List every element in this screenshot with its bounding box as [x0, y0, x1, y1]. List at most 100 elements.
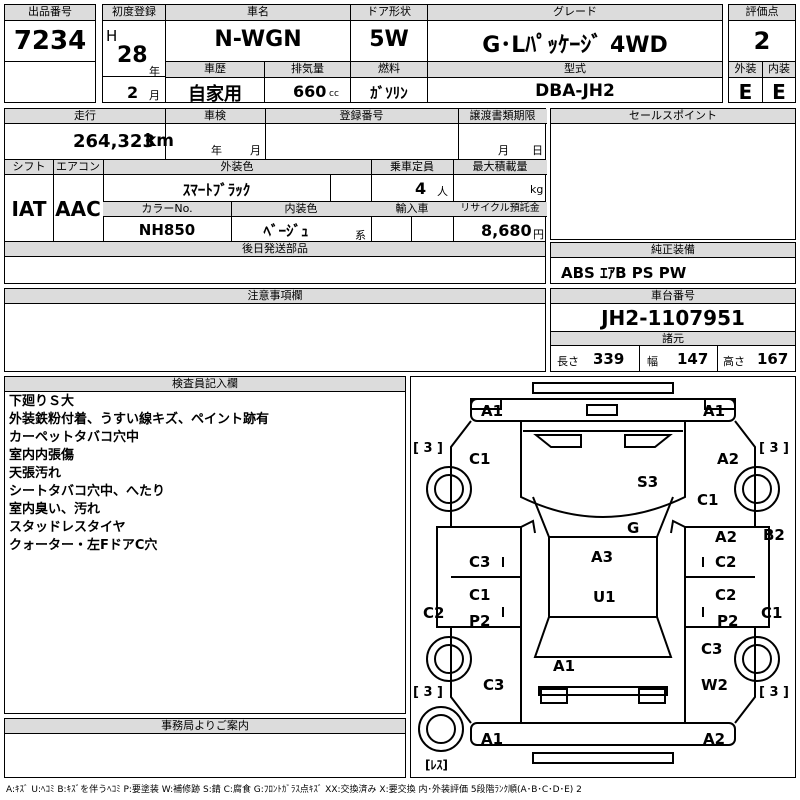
- mark-s3: S3: [637, 473, 659, 491]
- mark-a1-top-right: A1: [703, 402, 726, 420]
- history: 自家用: [188, 84, 242, 105]
- mark-a1-bottom-left: A1: [481, 730, 504, 748]
- mark-g: G: [627, 519, 640, 537]
- inspector-line: 室内内張傷: [9, 448, 75, 463]
- mileage-unit: km: [145, 131, 175, 151]
- inspector-line: カーペットタバコ穴中: [9, 430, 140, 445]
- mark-a2-door: A2: [715, 528, 738, 546]
- inspector-line: クォーター・左FドアC穴: [9, 538, 158, 553]
- mark-c2-left: C2: [423, 604, 445, 622]
- lot-number: 7234: [13, 26, 87, 56]
- mark-a1-top-left: A1: [481, 402, 504, 420]
- inspector-line: 外装鉄粉付着、うすい線キズ、ペイント跡有: [9, 412, 270, 427]
- grade-label: グレード: [428, 5, 722, 21]
- score-label: 評価点: [729, 5, 795, 21]
- air-conditioner: AAC: [55, 197, 101, 221]
- recycle-fee: 8,680: [481, 221, 532, 240]
- door-label: ドア形状: [351, 5, 427, 21]
- exterior-grade: E: [738, 80, 753, 104]
- inspector-line: スタッドレスタイヤ: [9, 520, 126, 535]
- mark-a3: A3: [591, 548, 614, 566]
- office-label: 事務局よりご案内: [5, 719, 405, 734]
- name-box: 車名 N-WGN: [165, 4, 351, 62]
- equipment: ABS ｴｱB PS PW: [561, 264, 687, 282]
- mark-bracket-bl: [ 3 ]: [413, 685, 443, 700]
- capacity-unit: 人: [437, 185, 448, 198]
- office-box: 事務局よりご案内: [4, 718, 406, 778]
- grade-box: グレード G･Lﾊﾟｯｹｰｼﾞ 4WD: [427, 4, 723, 62]
- fuel-label: 燃料: [351, 62, 427, 78]
- displacement-unit: cc: [329, 89, 339, 99]
- specs-label: 諸元: [551, 331, 795, 346]
- mark-b2: B2: [763, 526, 785, 544]
- history-box: 車歴 自家用: [165, 61, 265, 105]
- type-box: 型式 DBA-JH2: [427, 61, 723, 103]
- mileage-label: 走行: [5, 109, 165, 124]
- interior-box: 内装 E: [762, 61, 796, 104]
- interior-color-label: 内装色: [231, 202, 371, 217]
- mark-c1-far-right: C1: [761, 604, 783, 622]
- mark-c3-rear-left: C3: [483, 676, 505, 694]
- capacity: 4: [415, 179, 427, 198]
- maxload-unit: kg: [530, 183, 544, 196]
- car-diagram: A1 A1 [ 3 ] [ 3 ] C1 A2 S3 C1 G A2 B2 C3…: [410, 376, 796, 778]
- inspector-line: 下廻りＳ大: [9, 394, 75, 409]
- score: 2: [753, 27, 771, 55]
- mark-bracket-tr: [ 3 ]: [759, 441, 789, 456]
- recycle-unit: 円: [533, 228, 544, 241]
- fuel-box: 燃料 ｶﾞｿﾘﾝ: [350, 61, 428, 103]
- reg-month-unit: 月: [149, 89, 160, 102]
- inspector-line: 室内臭い、汚れ: [9, 502, 101, 517]
- inspector-notes: 下廻りＳ大 外装鉄粉付着、うすい線キズ、ペイント跡有 カーペットタバコ穴中 室内…: [9, 393, 269, 555]
- inspector-label: 検査員記入欄: [5, 377, 405, 392]
- mark-bracket-br: [ 3 ]: [759, 685, 789, 700]
- model-name: N-WGN: [214, 27, 302, 52]
- mark-c1-left: C1: [469, 450, 491, 468]
- mark-c1-rear-left: C1: [469, 586, 491, 604]
- lot-box: 出品番号 7234: [4, 4, 96, 62]
- era: H: [106, 27, 118, 45]
- inspector-box: 検査員記入欄 下廻りＳ大 外装鉄粉付着、うすい線キズ、ペイント跡有 カーペットタ…: [4, 376, 406, 714]
- vehicle-info-grid: 走行 車検 登録番号 譲渡書類期限 264,323 km 年 月 月 日 シフト…: [4, 108, 547, 284]
- type-label: 型式: [428, 62, 722, 78]
- height: 167: [757, 350, 789, 368]
- fuel: ｶﾞｿﾘﾝ: [370, 84, 408, 102]
- mark-c2-rear-right: C2: [715, 586, 737, 604]
- mark-a2-right: A2: [717, 450, 740, 468]
- mark-a1-rear: A1: [553, 657, 576, 675]
- length: 339: [593, 350, 625, 368]
- car-outline: [418, 382, 780, 764]
- notes-label: 注意事項欄: [5, 289, 545, 304]
- notes-box: 注意事項欄: [4, 288, 546, 372]
- lot-label: 出品番号: [5, 5, 95, 21]
- mileage: 264,323: [73, 131, 155, 152]
- chassis-number: JH2-1107951: [601, 306, 745, 330]
- reg-month: 2: [127, 83, 139, 102]
- model-type: DBA-JH2: [535, 81, 615, 101]
- door-box: ドア形状 5W: [350, 4, 428, 62]
- equipment-box: 純正装備 ABS ｴｱB PS PW: [550, 242, 796, 284]
- mark-c1-right: C1: [697, 491, 719, 509]
- equipment-label: 純正装備: [551, 243, 795, 258]
- mark-bracket-tl: [ 3 ]: [413, 441, 443, 456]
- width-label: 幅: [647, 355, 658, 368]
- mark-c3-left: C3: [469, 553, 491, 571]
- width: 147: [677, 350, 709, 368]
- reg-year: 28: [117, 43, 148, 68]
- interior-label: 内装: [763, 62, 795, 78]
- capacity-label: 乗車定員: [371, 160, 453, 175]
- inspector-line: シートタバコ穴中、へたり: [9, 484, 166, 499]
- grade: G･Lﾊﾟｯｹｰｼﾞ 4WD: [482, 33, 668, 58]
- exterior-box: 外装 E: [728, 61, 763, 104]
- transfer-day-unit: 日: [532, 144, 543, 157]
- mark-less: [ﾚｽ]: [425, 758, 448, 772]
- shift: IAT: [11, 197, 47, 221]
- reg-year-unit: 年: [149, 65, 160, 78]
- reg-no-label: 登録番号: [265, 109, 458, 124]
- displacement-label: 排気量: [265, 62, 350, 78]
- insp-year-unit: 年: [211, 144, 222, 157]
- import-label: 輸入車: [371, 202, 453, 217]
- interior-color-unit: 系: [355, 229, 366, 242]
- mark-p2-left: P2: [469, 612, 491, 630]
- color-no-label: カラーNo.: [103, 202, 231, 217]
